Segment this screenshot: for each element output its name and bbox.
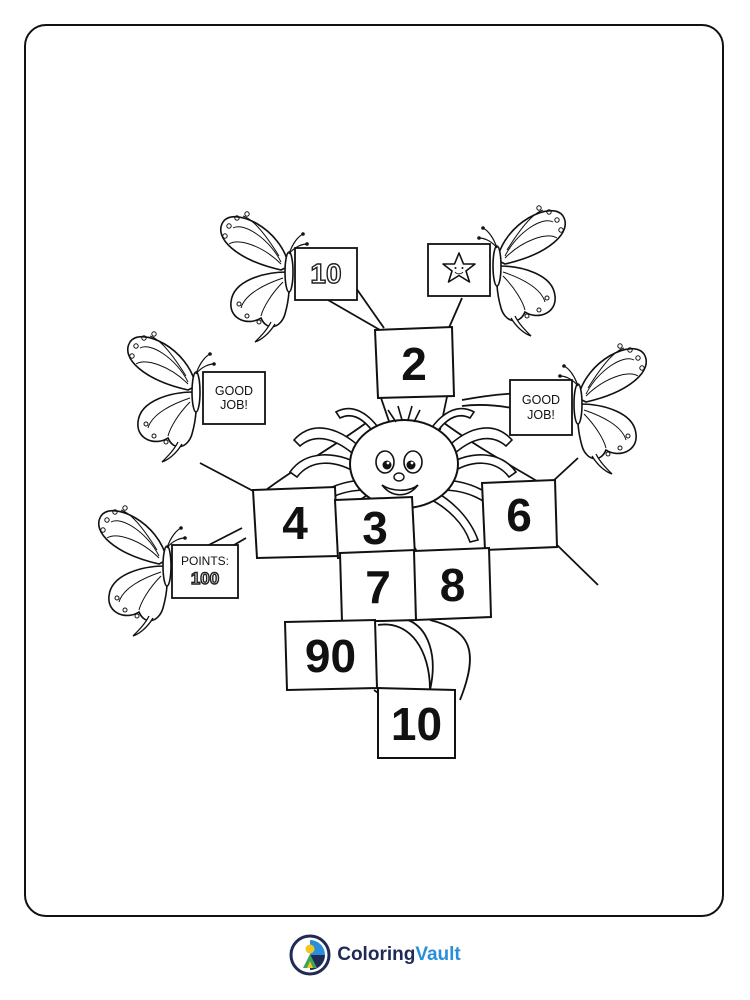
sign-good-job-left-line1: GOOD <box>214 383 254 398</box>
hopscotch-square-3: 3 <box>362 501 388 554</box>
hopscotch-square-8: 8 <box>439 559 466 611</box>
sign-points-label: POINTS: <box>180 553 229 568</box>
brand-name-part1: Coloring <box>337 944 416 965</box>
signs <box>171 243 573 599</box>
hopscotch-square-2: 2 <box>401 337 427 390</box>
hopscotch-square-90: 90 <box>304 629 357 682</box>
brand-name: ColoringVault <box>337 944 461 966</box>
sign-number-10: 10 <box>310 257 343 289</box>
footer-logo: ColoringVault <box>0 925 750 985</box>
coloringvault-logo-icon <box>289 934 331 976</box>
spider <box>349 405 459 509</box>
hopscotch-square-10: 10 <box>390 697 443 750</box>
star-icon <box>442 252 476 283</box>
hopscotch-square-4: 4 <box>282 496 308 549</box>
hopscotch-square-6: 6 <box>506 489 532 541</box>
sign-good-job-right: GOOD JOB! <box>510 380 572 435</box>
hopscotch-square-7: 7 <box>365 561 391 613</box>
sign-good-job-left-line2: JOB! <box>220 398 248 412</box>
brand-name-part2: Vault <box>415 944 461 965</box>
sign-good-job-right-line1: GOOD <box>521 393 561 408</box>
sign-good-job-right-line2: JOB! <box>527 407 555 422</box>
sign-good-job-left: GOOD JOB! <box>203 372 265 424</box>
sign-points: POINTS: 100 <box>172 545 238 598</box>
sign-points-value: 100 <box>190 568 220 588</box>
hopscotch-boxes <box>251 325 559 759</box>
